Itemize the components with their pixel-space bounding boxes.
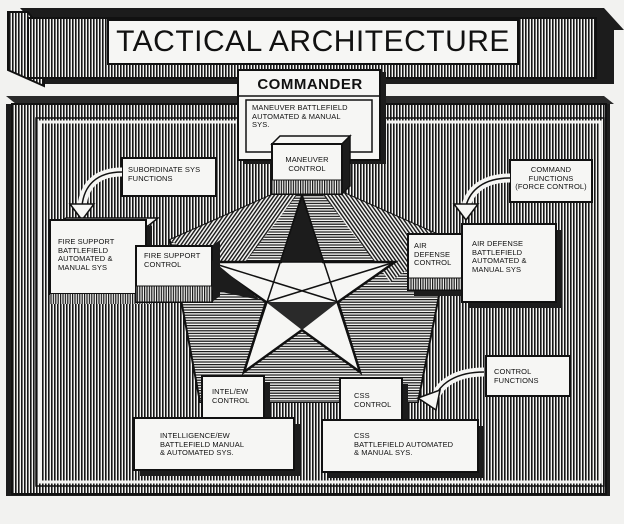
air-defense-control-label: AIR DEFENSE CONTROL [414, 241, 452, 267]
star-icon [205, 191, 399, 376]
air-defense-battlefield-box [461, 223, 562, 308]
maneuver-control-label: MANEUVER CONTROL [285, 155, 329, 173]
fire-support-control-box [135, 240, 260, 303]
maneuver-control-box [270, 134, 352, 196]
fire-support-battlefield-label: FIRE SUPPORT BATTLEFIELD AUTOMATED & MAN… [58, 237, 115, 272]
css-control-label: CSS CONTROL [354, 391, 392, 409]
commander-panel [237, 69, 386, 164]
css-battlefield-box [321, 419, 484, 478]
page-title: TACTICAL ARCHITECTURE [116, 25, 510, 58]
curved-arrow-icon [68, 167, 123, 222]
css-battlefield-label: CSS BATTLEFIELD AUTOMATED & MANUAL SYS. [354, 431, 454, 457]
subordinate-functions-box [121, 157, 217, 197]
curved-arrow-icon [416, 367, 485, 412]
title-banner [7, 8, 624, 88]
air-defense-control-box [407, 233, 468, 296]
curved-arrow-icon [452, 173, 511, 222]
air-defense-battlefield-label: AIR DEFENSE BATTLEFIELD AUTOMATED & MANU… [472, 239, 527, 274]
command-functions-box [509, 159, 593, 203]
commander-label: COMMANDER [257, 76, 363, 93]
control-functions-box [485, 355, 571, 397]
fire-support-battlefield-box [49, 217, 161, 304]
intel-ew-battlefield-label: INTELLIGENCE/EW BATTLEFIELD MANUAL & AUT… [160, 431, 245, 457]
intel-ew-control-label: INTEL/EW CONTROL [212, 387, 250, 405]
maneuver-battlefield-label: MANEUVER BATTLEFIELD AUTOMATED & MANUAL … [252, 103, 348, 129]
command-functions-label: COMMAND FUNCTIONS (FORCE CONTROL) [515, 165, 587, 191]
subordinate-functions-label: SUBORDINATE SYS FUNCTIONS [128, 165, 201, 183]
fire-support-control-label: FIRE SUPPORT CONTROL [144, 251, 201, 269]
intel-ew-battlefield-box [133, 417, 300, 476]
control-functions-label: CONTROL FUNCTIONS [494, 367, 539, 385]
